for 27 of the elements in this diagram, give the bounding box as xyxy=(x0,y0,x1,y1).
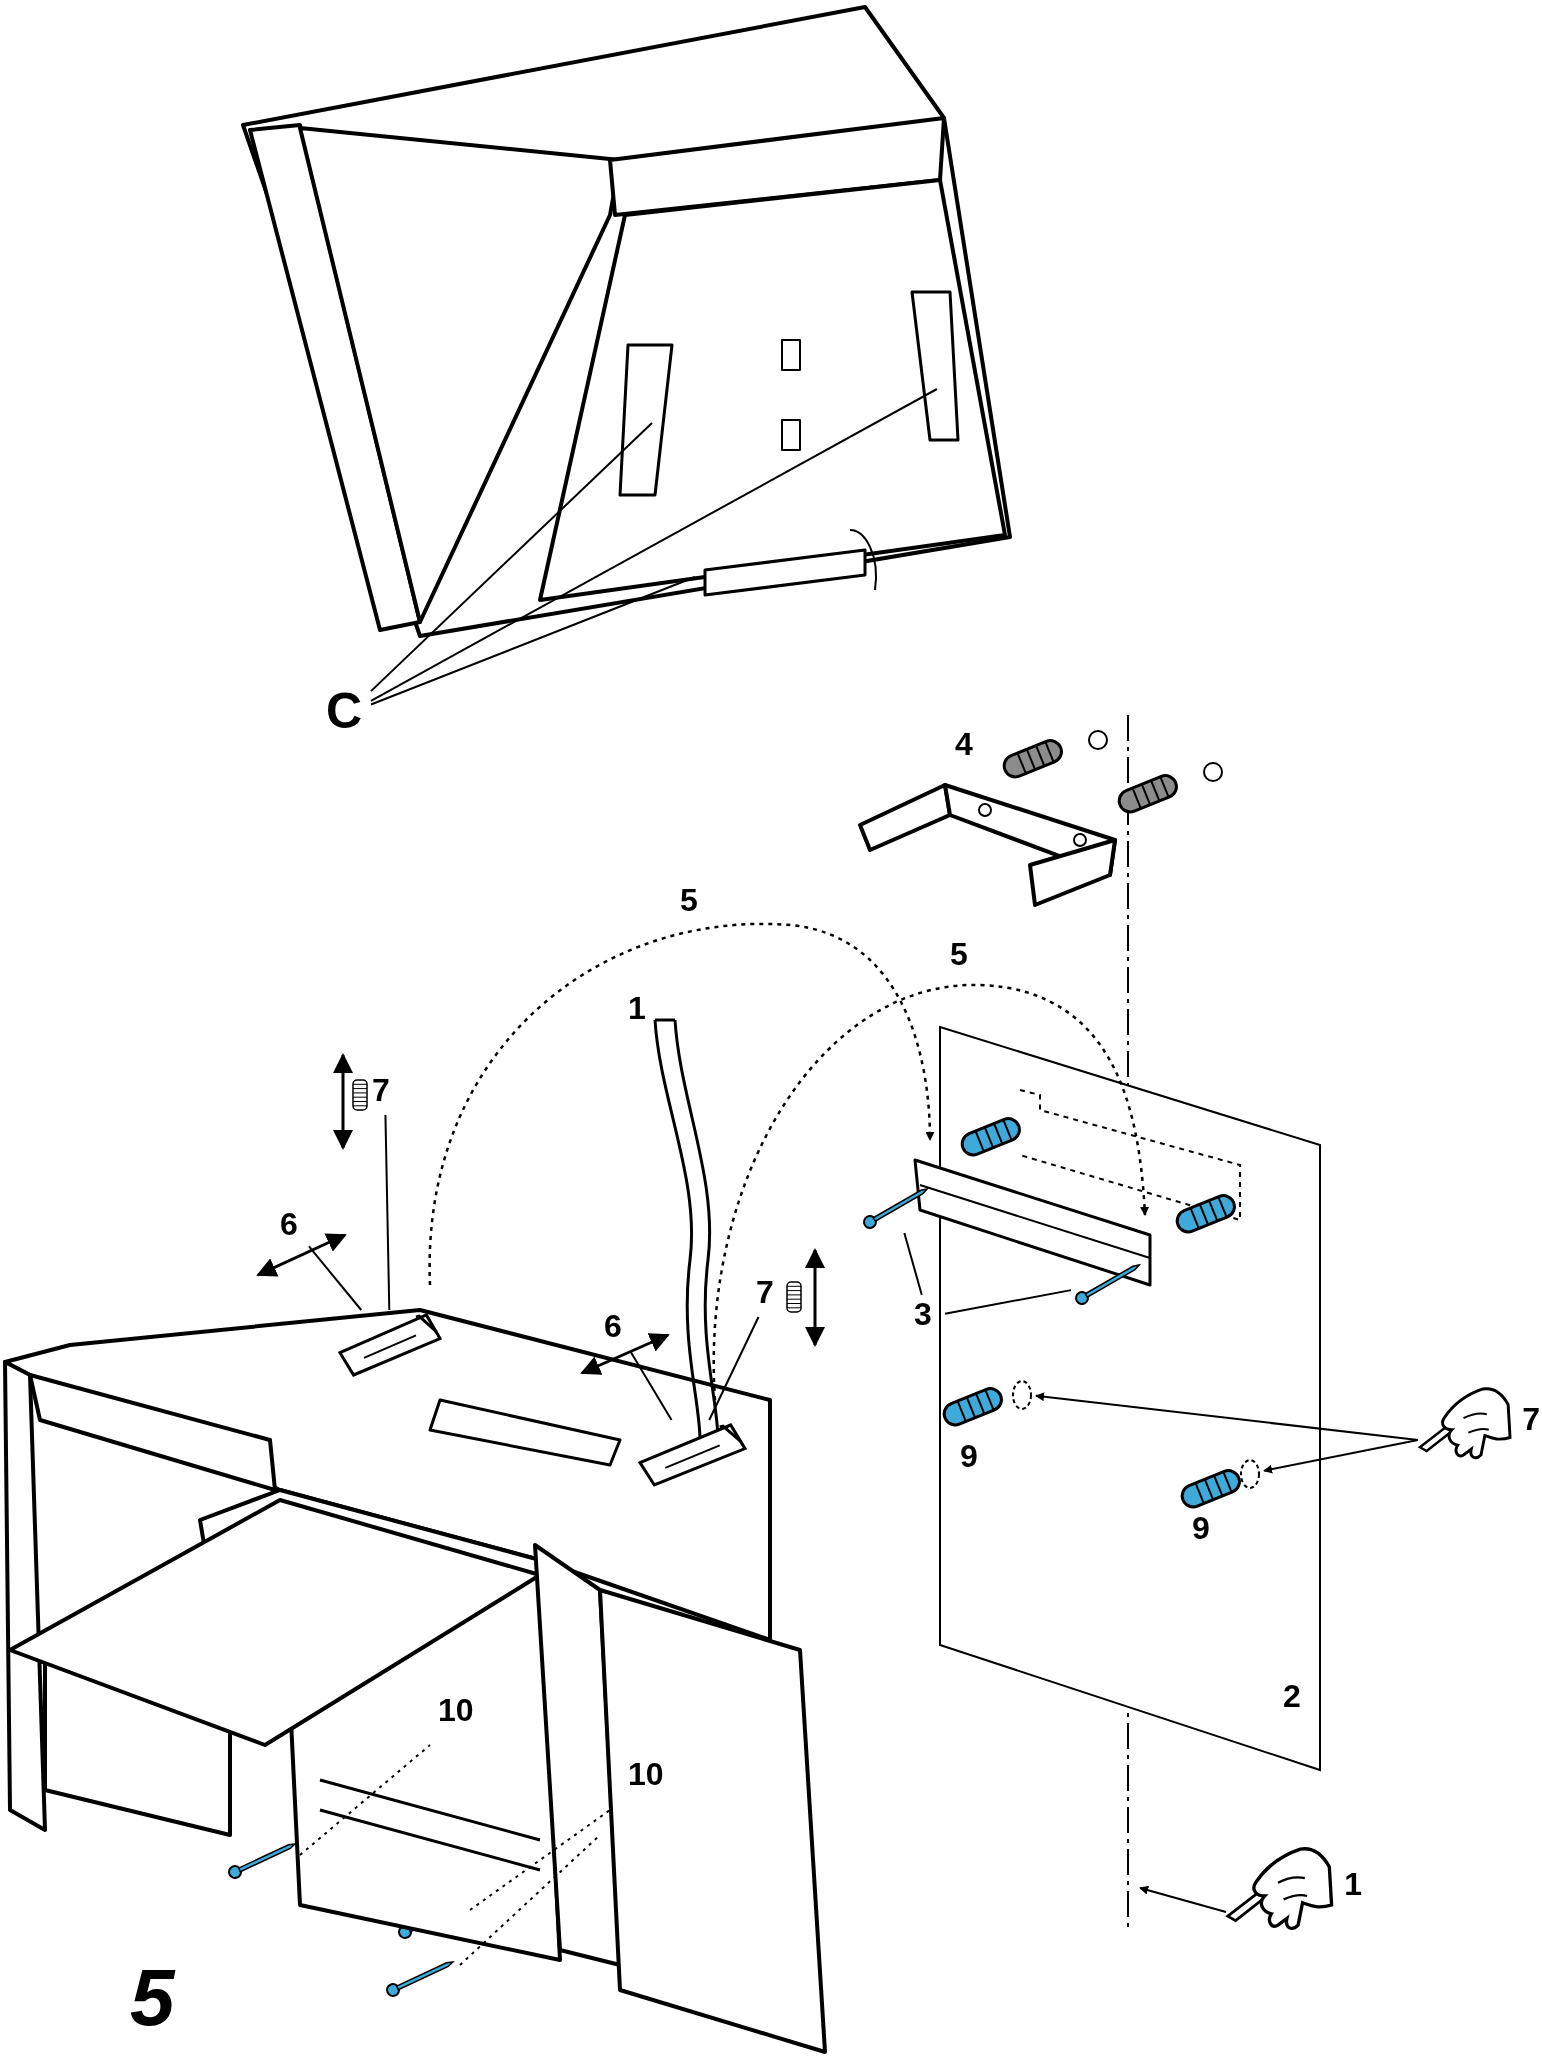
callout-number: 7 xyxy=(1522,1403,1540,1435)
leader-line xyxy=(708,1316,760,1421)
callout-number: 4 xyxy=(955,728,973,760)
arrow xyxy=(1139,1885,1227,1913)
callout-number: 3 xyxy=(914,1298,942,1336)
step-number: 5 xyxy=(130,1958,175,2038)
callout-number: 5 xyxy=(680,884,698,916)
callout-number: 7 xyxy=(372,1074,398,1112)
callout-number: 10 xyxy=(628,1758,664,1790)
callout-number: 5 xyxy=(950,938,968,970)
leader-line xyxy=(629,1350,673,1421)
arrow xyxy=(1263,1439,1419,1474)
callout-number: 10 xyxy=(438,1694,474,1726)
leader-line xyxy=(370,388,938,702)
callout-number: 1 xyxy=(1344,1868,1362,1900)
callout-number: 6 xyxy=(604,1310,630,1348)
leader-line xyxy=(370,422,653,693)
callout-number: 9 xyxy=(960,1440,978,1472)
callout-number: 9 xyxy=(1192,1512,1210,1544)
callout-letter: C xyxy=(326,686,368,742)
callout-number: 7 xyxy=(756,1276,782,1314)
leader-line xyxy=(308,1245,363,1311)
callout-number: 6 xyxy=(280,1208,306,1246)
callout-number: 1 xyxy=(628,992,646,1024)
callout-number: 2 xyxy=(1283,1680,1301,1712)
leader-line xyxy=(384,1114,391,1311)
leader-line xyxy=(370,576,696,706)
